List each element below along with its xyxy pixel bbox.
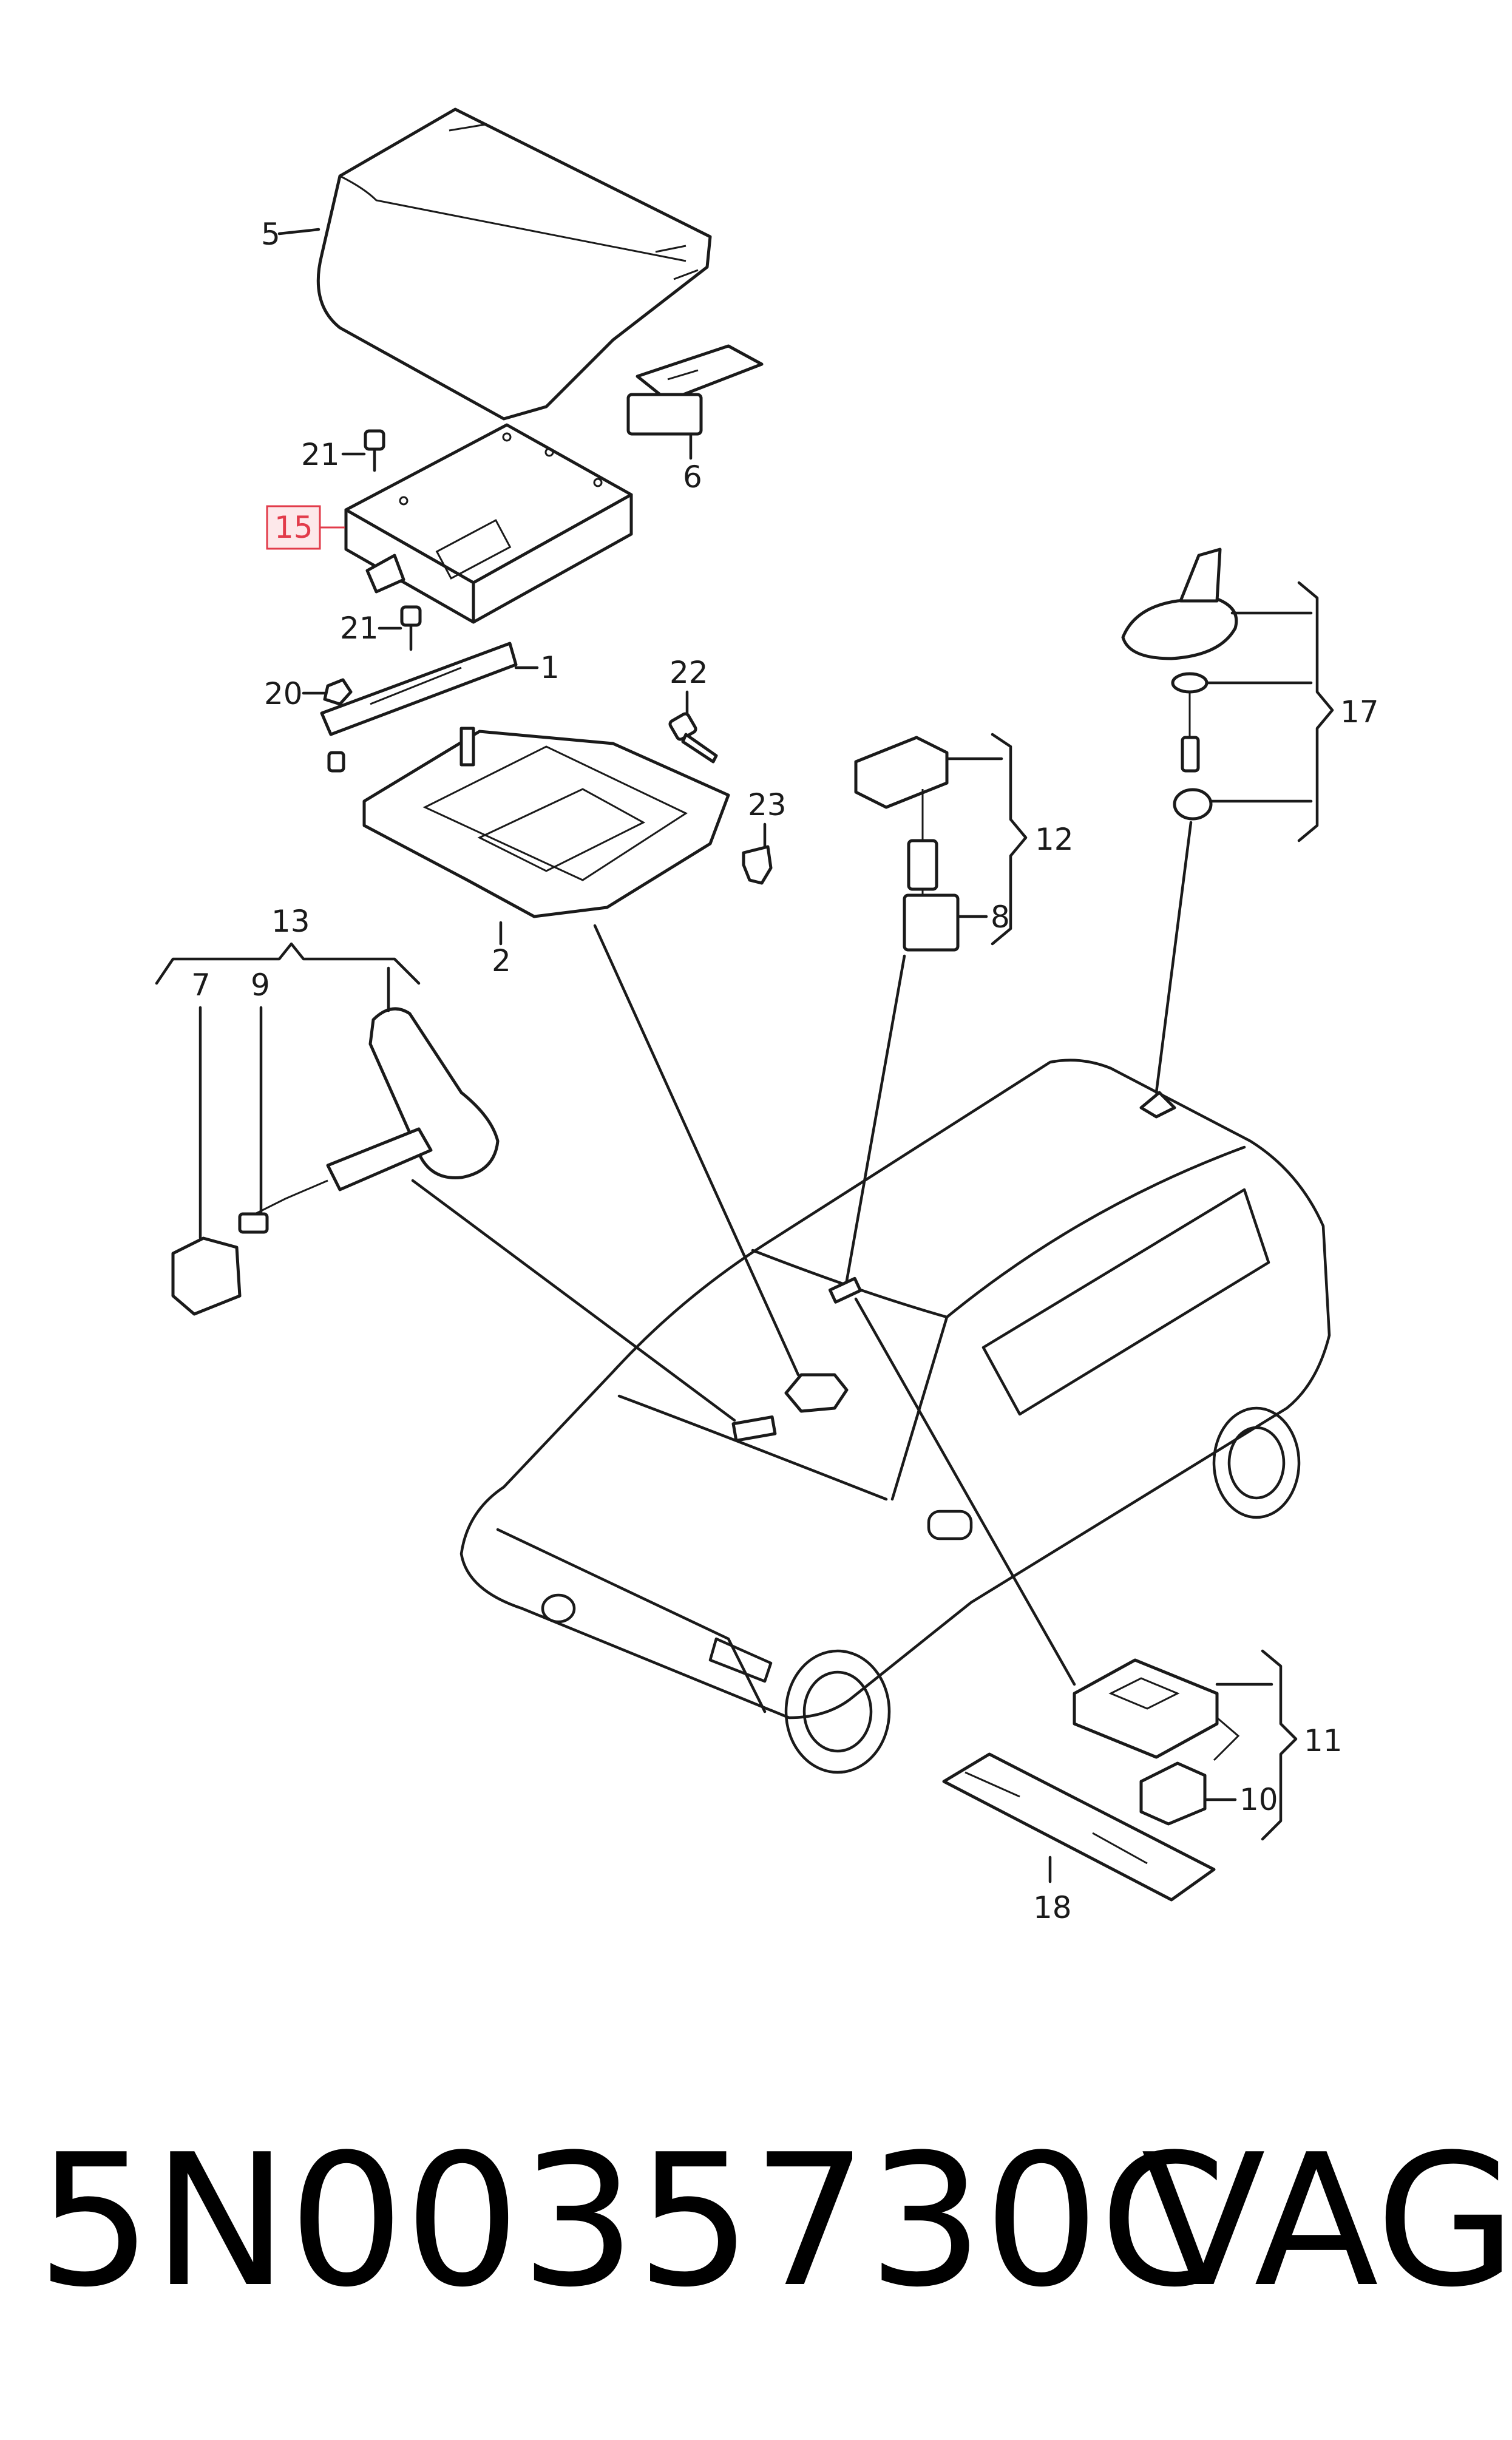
callout-5: 5 bbox=[261, 217, 280, 252]
bracket-17 bbox=[1297, 581, 1334, 842]
part-20-nut bbox=[323, 678, 353, 706]
callout-18: 18 bbox=[1033, 1890, 1072, 1925]
callout-12: 12 bbox=[1035, 822, 1074, 857]
callout-11: 11 bbox=[1304, 1723, 1343, 1758]
callout-8: 8 bbox=[991, 900, 1010, 935]
marker-cable bbox=[731, 1415, 777, 1442]
footer: 5N0035730C VAG bbox=[0, 2112, 1512, 2355]
part-18-mat bbox=[942, 1752, 1216, 1902]
vehicle-outline bbox=[459, 1059, 1331, 1774]
part-number: 5N0035730C bbox=[36, 2115, 1227, 2327]
parts-diagram: 5 6 21 15 21 1 20 22 23 2 12 8 17 13 7 9… bbox=[155, 107, 1379, 1925]
callout-17: 17 bbox=[1340, 694, 1379, 730]
part-6-connector bbox=[626, 344, 764, 436]
callout-7: 7 bbox=[191, 968, 211, 1003]
callout-20: 20 bbox=[264, 676, 303, 711]
part-8-plug bbox=[903, 893, 960, 952]
part-23-clip bbox=[742, 845, 773, 885]
callout-22: 22 bbox=[670, 655, 708, 690]
part-21-bolt-bottom bbox=[400, 605, 422, 651]
callout-21-top: 21 bbox=[301, 437, 340, 472]
bracket-12 bbox=[991, 733, 1028, 946]
part-15-control-unit bbox=[344, 423, 633, 624]
part-2-mounting-plate bbox=[362, 727, 730, 918]
callout-9: 9 bbox=[251, 968, 270, 1003]
part-small-screw bbox=[327, 751, 345, 773]
bracket-11 bbox=[1261, 1649, 1298, 1841]
part-12-microphone-module bbox=[854, 736, 949, 898]
part-11-button-module bbox=[1073, 1658, 1240, 1826]
callout-2: 2 bbox=[492, 943, 511, 978]
part-5-armrest-cover bbox=[316, 107, 712, 421]
callout-23: 23 bbox=[748, 787, 787, 822]
part-13-cable-harness bbox=[171, 1007, 500, 1316]
callout-15-highlight-box bbox=[266, 505, 321, 550]
callout-13: 13 bbox=[271, 904, 310, 939]
callout-1: 1 bbox=[540, 650, 560, 685]
marker-control-unit bbox=[784, 1373, 849, 1413]
callout-6: 6 bbox=[683, 459, 702, 495]
callout-21-bottom: 21 bbox=[340, 611, 379, 646]
part-1-bracket bbox=[320, 642, 518, 736]
part-22-screw bbox=[668, 712, 718, 764]
marker-roof-antenna bbox=[1139, 1091, 1176, 1119]
callout-10: 10 bbox=[1239, 1782, 1278, 1817]
part-21-bolt-top bbox=[364, 429, 385, 472]
brand-name: VAG bbox=[1141, 2115, 1512, 2327]
bracket-13 bbox=[155, 942, 421, 985]
part-17-roof-antenna bbox=[1121, 547, 1238, 821]
callout-15: 15 bbox=[274, 510, 313, 545]
marker-microphone bbox=[828, 1276, 862, 1304]
